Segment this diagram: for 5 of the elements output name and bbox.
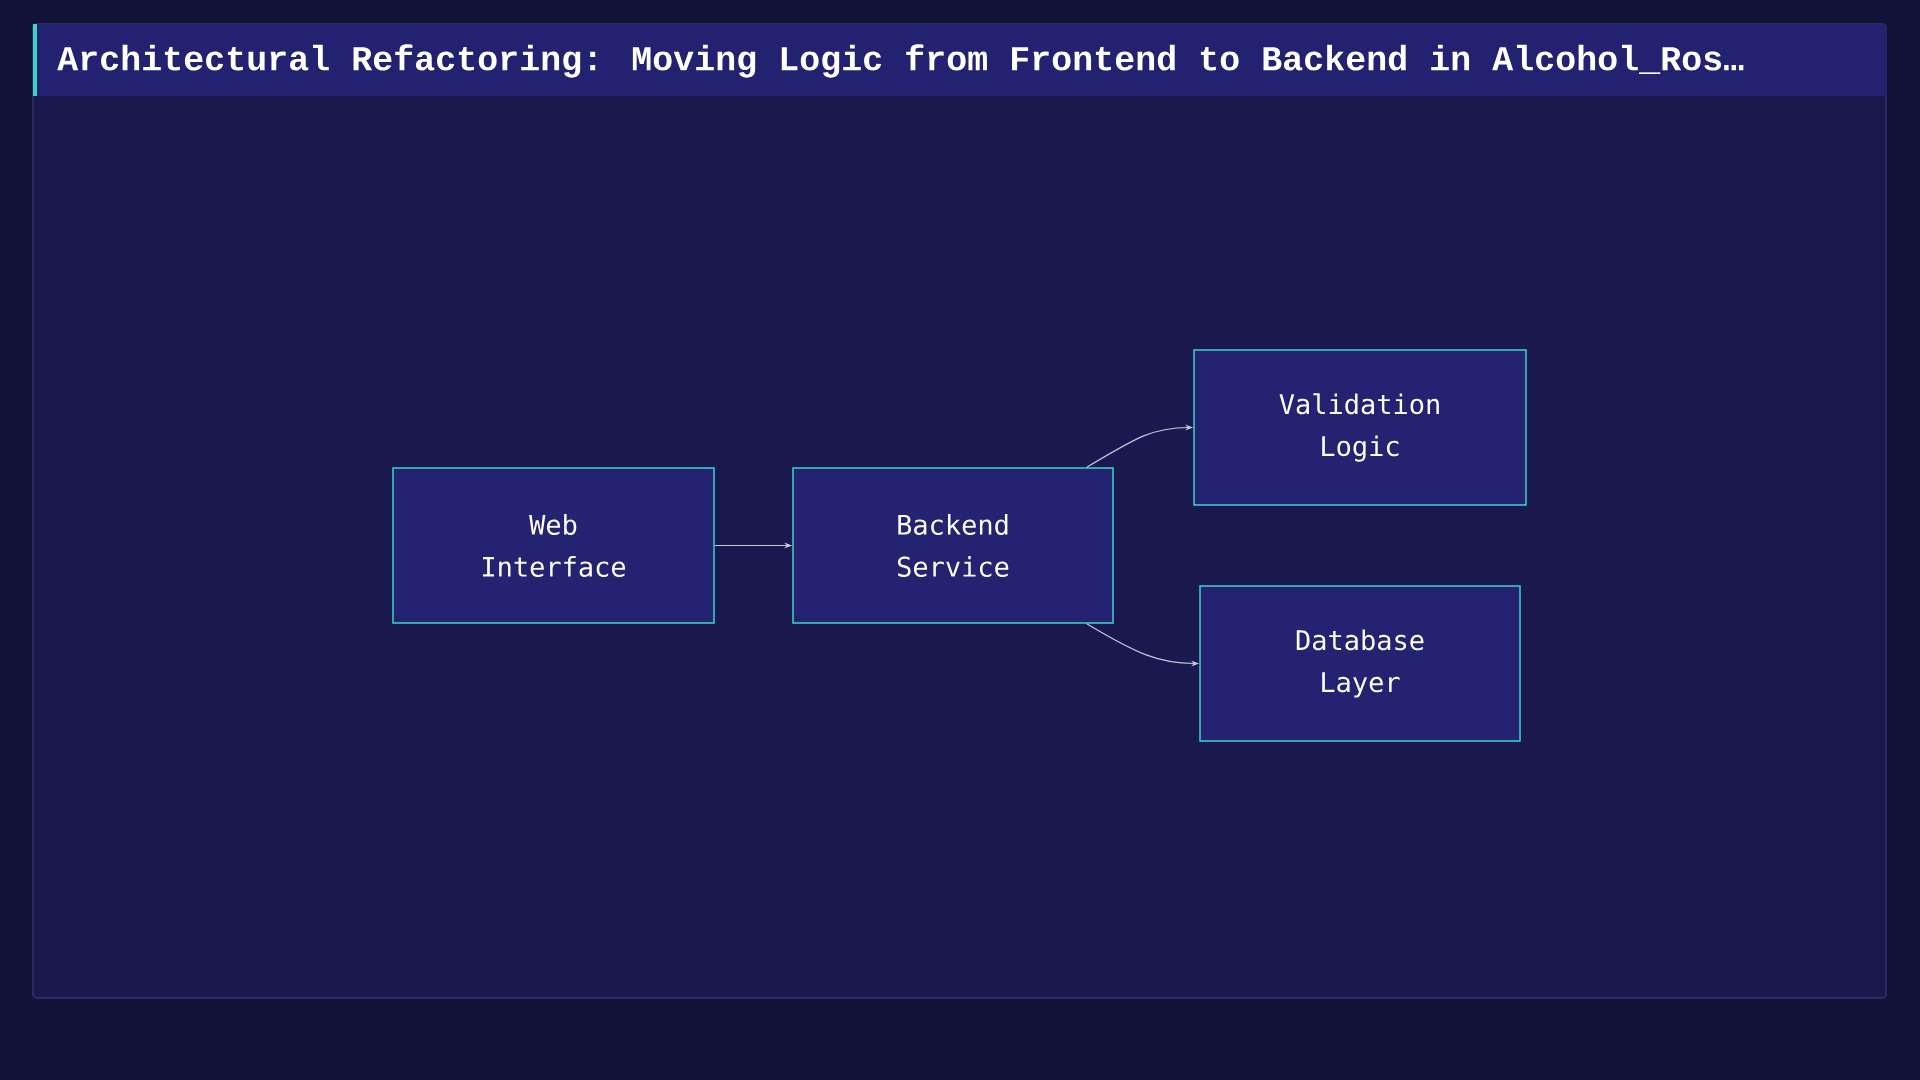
process-box: Database Layer [1199, 585, 1521, 742]
process-box: Validation Logic [1193, 349, 1527, 506]
process-box: Web Interface [392, 467, 715, 624]
title-bar: Architectural Refactoring: Moving Logic from Frontend to Backend in Alcohol_Ros… [33, 24, 1886, 96]
process-box: Backend Service [792, 467, 1114, 624]
